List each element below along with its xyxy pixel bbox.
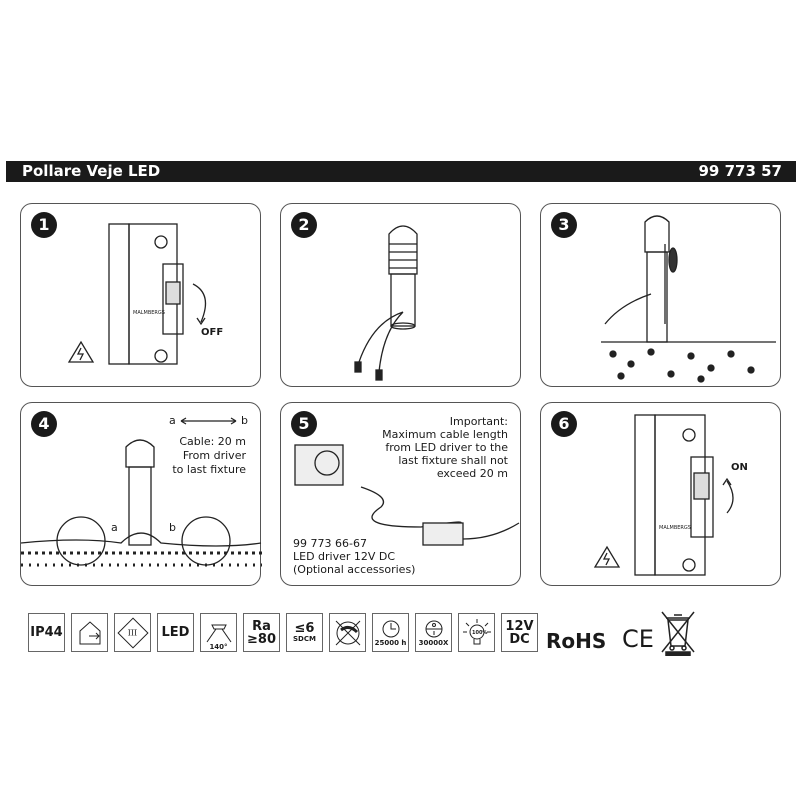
switch-cycles-value: 30000X <box>418 638 449 647</box>
step-number: 1 <box>31 212 57 238</box>
indoor-outdoor-icon <box>71 613 108 652</box>
cable-length: Cable: 20 m <box>179 435 246 448</box>
step-6-panel: 6 ON MALMBERGS <box>540 402 781 586</box>
ip-rating: IP44 <box>30 625 63 640</box>
cable-to: to last fixture <box>172 463 246 476</box>
label-b: b <box>241 414 248 427</box>
rohs-logo: RoHS <box>546 629 607 653</box>
product-code: 99 773 57 <box>698 162 782 180</box>
cri-value: ≥80 <box>247 631 276 647</box>
bollard-illustration <box>354 225 418 381</box>
step-number: 4 <box>31 411 57 437</box>
off-label: OFF <box>201 327 224 338</box>
step-number: 5 <box>291 411 317 437</box>
cable-from: From driver <box>182 449 246 462</box>
important-note: Important: Maximum cable length from LED… <box>382 415 508 480</box>
title-bar: Pollare Veje LED 99 773 57 <box>6 161 796 182</box>
accessory-info: 99 773 66-67 LED driver 12V DC (Optional… <box>293 537 415 576</box>
installation-illustration <box>601 215 776 383</box>
weee-bin-icon <box>661 611 695 656</box>
label-a: a <box>111 521 118 534</box>
label-b: b <box>169 521 176 534</box>
circuit-breaker-illustration <box>67 223 207 365</box>
step-1-panel: 1 OFF MALMBERGS <box>20 203 261 387</box>
led-label: LED <box>161 625 190 640</box>
note-line: Important: <box>449 415 508 428</box>
brand-label: MALMBERGS <box>659 525 691 531</box>
note-line: last fixture shall not <box>398 454 508 467</box>
switch-cycles-icon: 30000X <box>415 613 452 652</box>
full-brightness-icon: 100% <box>458 613 495 652</box>
beam-angle-icon: 140° <box>200 613 237 652</box>
lifetime-value: 25000 h <box>374 638 407 647</box>
step-5-panel: 5 Important: Maximum cable length from L… <box>280 402 521 586</box>
led-icon: LED <box>157 613 194 652</box>
circuit-breaker-illustration <box>593 414 734 576</box>
current-type: DC <box>509 631 530 647</box>
step-number: 6 <box>551 411 577 437</box>
on-label: ON <box>731 462 748 473</box>
ce-mark: CE <box>622 625 654 653</box>
note-line: exceed 20 m <box>436 467 508 480</box>
lifetime-icon: 25000 h <box>372 613 409 652</box>
led-driver-illustration <box>294 444 520 546</box>
note-line: from LED driver to the <box>385 441 508 454</box>
cri-icon: Ra≥80 <box>243 613 280 652</box>
beam-angle: 140° <box>209 643 228 651</box>
step-3-panel: 3 <box>540 203 781 387</box>
cable-connection-illustration <box>21 417 262 567</box>
accessory-code: 99 773 66-67 <box>293 537 367 550</box>
step-number: 3 <box>551 212 577 238</box>
step-number: 2 <box>291 212 317 238</box>
brightness-value: 100% <box>472 630 487 636</box>
note-line: Maximum cable length <box>382 428 508 441</box>
not-dimmable-icon <box>329 613 366 652</box>
accessory-name: LED driver 12V DC <box>293 550 396 563</box>
class-label: III <box>127 627 138 637</box>
class-iii-icon: III <box>114 613 151 652</box>
voltage-value: 12V <box>505 618 534 634</box>
sdcm-label: SDCM <box>293 635 316 643</box>
sdcm-value: ≤6 <box>294 621 315 636</box>
ip44-icon: IP44 <box>28 613 65 652</box>
step-2-panel: 2 <box>280 203 521 387</box>
product-title: Pollare Veje LED <box>22 162 161 180</box>
step-4-panel: 4 a b Cable: 20 m From driver to last fi… <box>20 402 262 586</box>
cri-label: Ra <box>252 618 271 634</box>
brand-label: MALMBERGS <box>133 310 165 316</box>
accessory-note: (Optional accessories) <box>293 563 416 576</box>
label-a: a <box>169 414 176 427</box>
